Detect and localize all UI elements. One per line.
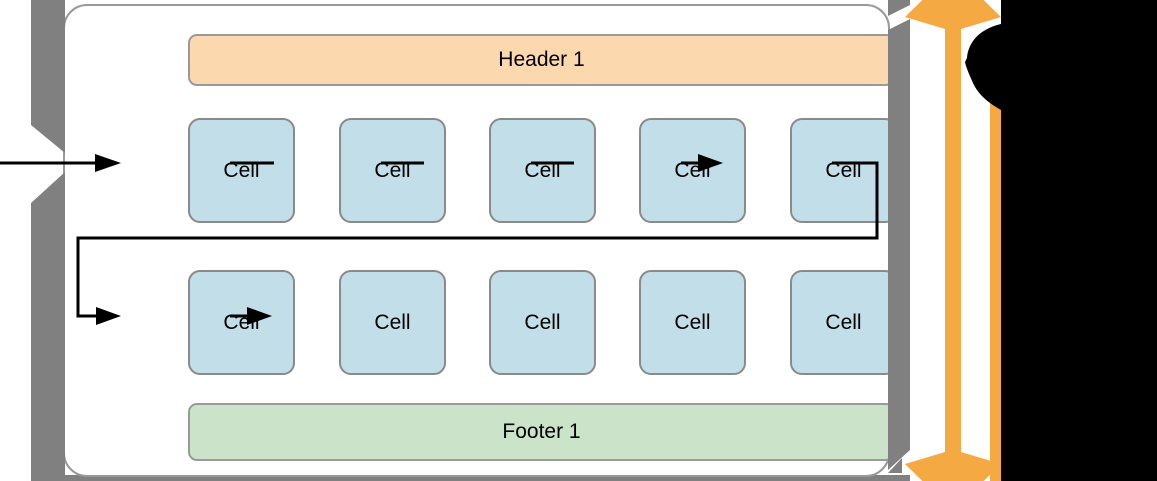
viewport-frame-bottom [63, 475, 910, 481]
viewport-frame-left-lower [31, 172, 65, 481]
cell: Cell [639, 270, 746, 375]
viewport-frame-right-main [888, 19, 910, 470]
cell-arrowhead-icon [698, 154, 723, 172]
collection-view-panel: Header 1 Cell Cell Cell Cell Cell Cell C… [63, 4, 897, 477]
cell-arrowhead-icon [247, 307, 272, 325]
section-footer: Footer 1 [188, 403, 895, 461]
section-footer-label: Footer 1 [502, 420, 581, 443]
masked-region [1001, 0, 1157, 481]
row-wrap-connector [76, 161, 879, 318]
cell-label: Cell [674, 310, 711, 334]
cell-label: Cell [825, 310, 862, 334]
cell-label: Cell [374, 310, 411, 334]
cell: Cell [489, 270, 596, 375]
cell-label: Cell [524, 310, 561, 334]
cell: Cell [339, 270, 446, 375]
viewport-frame-left-upper [31, 0, 65, 153]
cell: Cell [188, 118, 295, 223]
vertical-scroll-arrow-2-icon [990, 93, 1001, 481]
cell: Cell [188, 270, 295, 375]
entry-arrowhead-icon [95, 154, 121, 172]
vertical-scroll-arrow-icon [905, 0, 1001, 481]
wrap-arrowhead-icon [96, 307, 121, 325]
section-header-label: Header 1 [498, 48, 585, 71]
brace-icon [965, 24, 1001, 110]
